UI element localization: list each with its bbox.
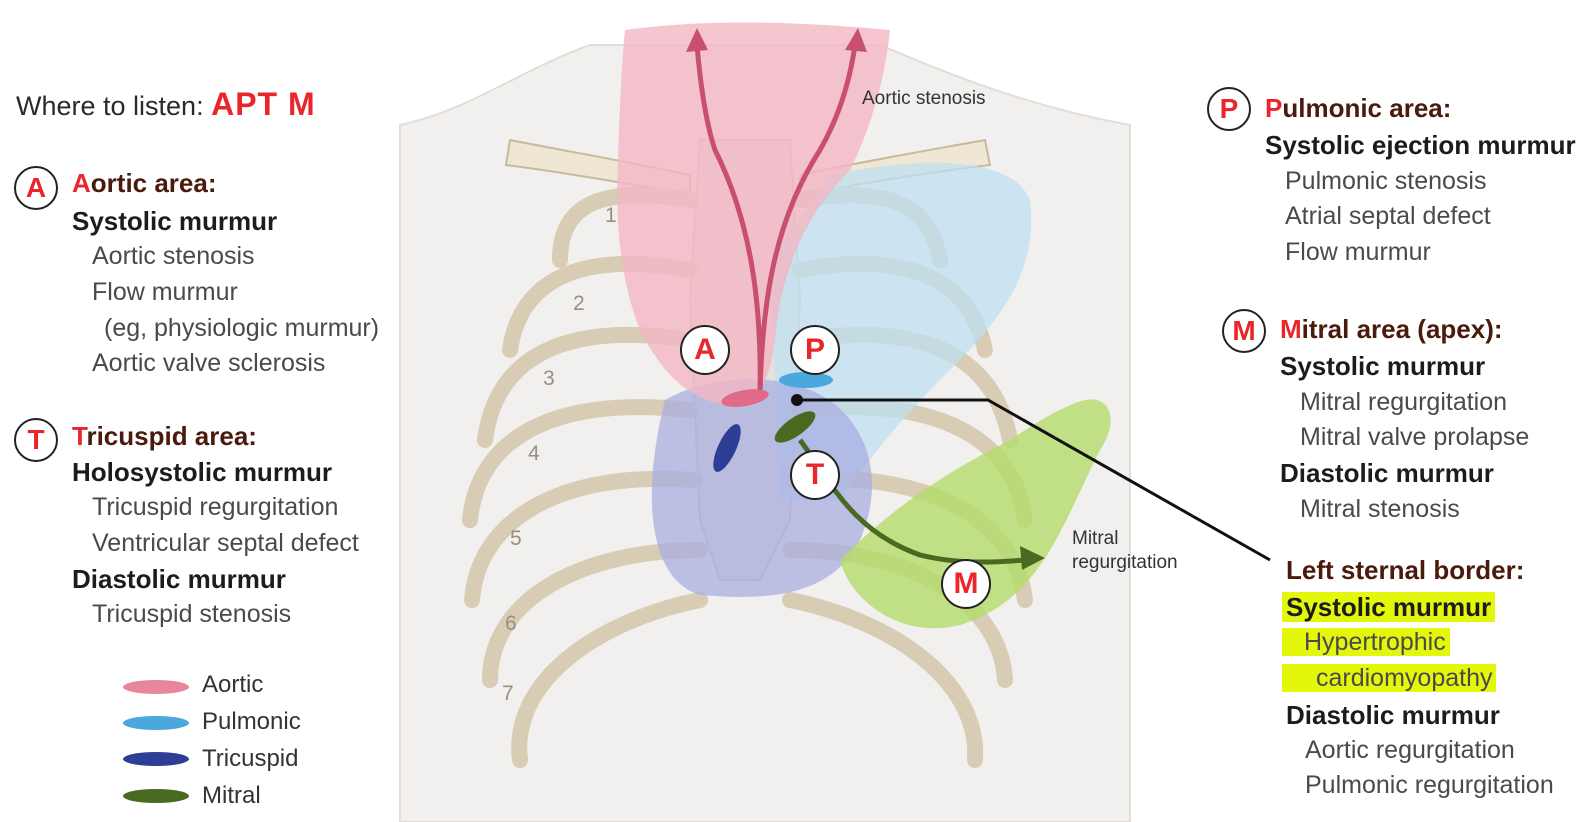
tricuspid-badge: T xyxy=(14,418,58,462)
aortic-heading: Systolic murmur xyxy=(72,206,278,236)
aortic-item: Aortic valve sclerosis xyxy=(92,349,326,377)
left-ribs xyxy=(462,187,708,768)
arrowhead-right xyxy=(845,28,867,52)
pulmonic-badge-diagram: P xyxy=(790,325,840,375)
tricuspid-badge-diagram: T xyxy=(790,450,840,500)
aortic-item: Flow murmur xyxy=(92,278,238,306)
mitral-item: Mitral stenosis xyxy=(1300,495,1460,523)
left-sternal-border-title: Left sternal border: xyxy=(1286,555,1525,585)
aortic-stenosis-annotation: Aortic stenosis xyxy=(862,88,986,109)
pulmonic-item: Pulmonic stenosis xyxy=(1285,167,1487,195)
rib-number-1: 1 xyxy=(605,204,617,227)
pulmonic-item: Atrial septal defect xyxy=(1285,202,1491,230)
pulmonic-title-rest: ulmonic area: xyxy=(1282,93,1452,123)
mitral-annotation-line2: regurgitation xyxy=(1072,552,1178,573)
mitral-area-title: Mitral area (apex): xyxy=(1280,314,1503,345)
legend-swatch-tricuspid xyxy=(123,752,189,766)
aortic-stenosis-arrows xyxy=(694,44,858,396)
pulmonic-badge: P xyxy=(1207,87,1251,131)
rib-number-2: 2 xyxy=(573,292,585,315)
mitral-item: Mitral valve prolapse xyxy=(1300,423,1530,451)
tricuspid-item: Ventricular septal defect xyxy=(92,529,359,557)
rib-number-6: 6 xyxy=(505,612,517,635)
legend-swatch-aortic xyxy=(123,680,189,694)
mitral-heading-1: Systolic murmur xyxy=(1280,351,1486,381)
pulmonic-initial: P xyxy=(1265,93,1283,123)
rib-number-7: 7 xyxy=(502,682,514,705)
mitral-zone xyxy=(840,399,1111,629)
tricuspid-valve-marker xyxy=(713,424,741,472)
left-sternal-item: Pulmonic regurgitation xyxy=(1305,771,1554,799)
tricuspid-item: Tricuspid stenosis xyxy=(92,600,292,628)
legend-swatch-pulmonic xyxy=(123,716,189,730)
tricuspid-title-rest: ricuspid area: xyxy=(86,421,257,451)
left-sternal-item: Hypertrophic xyxy=(1282,628,1450,657)
mitral-item: Mitral regurgitation xyxy=(1300,388,1508,416)
mitral-badge: M xyxy=(1222,309,1266,353)
tricuspid-zone xyxy=(651,379,872,597)
left-sternal-item-text: cardiomyopathy xyxy=(1282,664,1497,692)
pulmonic-area-title: Pulmonic area: xyxy=(1265,93,1451,124)
left-sternal-item: cardiomyopathy xyxy=(1282,664,1497,693)
pulmonic-item: Flow murmur xyxy=(1285,238,1431,266)
aortic-zone xyxy=(617,22,890,405)
mitral-heading-2: Diastolic murmur xyxy=(1280,458,1494,488)
rib-number-5: 5 xyxy=(510,527,522,550)
tricuspid-area-title: Tricuspid area: xyxy=(72,421,257,452)
mnemonic: APT M xyxy=(211,86,316,122)
tricuspid-item: Tricuspid regurgitation xyxy=(92,493,339,521)
mitral-valve-marker xyxy=(774,411,816,443)
left-sternal-heading-1-text: Systolic murmur xyxy=(1282,592,1496,622)
tricuspid-heading-1: Holosystolic murmur xyxy=(72,457,333,487)
pulmonic-valve-marker xyxy=(779,372,833,388)
mitral-annotation: Mitral regurgitation xyxy=(1072,527,1178,575)
aortic-title-rest: ortic area: xyxy=(90,168,217,198)
tricuspid-initial: T xyxy=(72,421,87,451)
left-sternal-item: Aortic regurgitation xyxy=(1305,736,1515,764)
aortic-valve-marker xyxy=(721,389,769,407)
pulmonic-heading: Systolic ejection murmur xyxy=(1265,130,1576,160)
aortic-badge-diagram: A xyxy=(680,325,730,375)
aortic-initial: A xyxy=(72,168,91,198)
legend-swatch-mitral xyxy=(123,789,189,803)
legend-label-tricuspid: Tricuspid xyxy=(202,745,299,772)
left-sternal-border-line xyxy=(797,398,1271,562)
mitral-arrowhead xyxy=(1020,546,1045,570)
aortic-item: Aortic stenosis xyxy=(92,242,255,270)
tricuspid-heading-2: Diastolic murmur xyxy=(72,564,286,594)
aortic-area-title: Aortic area: xyxy=(72,168,217,199)
legend-label-mitral: Mitral xyxy=(202,782,261,809)
left-sternal-heading-1: Systolic murmur xyxy=(1282,592,1496,623)
aortic-item: (eg, physiologic murmur) xyxy=(104,314,380,342)
mitral-title-rest: itral area (apex): xyxy=(1301,314,1503,344)
mitral-annotation-line1: Mitral xyxy=(1072,528,1119,549)
rib-number-3: 3 xyxy=(543,367,555,390)
mitral-initial: M xyxy=(1280,314,1302,344)
where-to-listen-prefix: Where to listen: xyxy=(16,91,212,121)
left-sternal-heading-2: Diastolic murmur xyxy=(1286,700,1500,730)
left-sternal-item-text: Hypertrophic xyxy=(1282,628,1450,656)
mitral-badge-diagram: M xyxy=(941,559,991,609)
legend-label-aortic: Aortic xyxy=(202,671,264,698)
rib-number-4: 4 xyxy=(528,442,540,465)
arrowhead-left xyxy=(686,28,708,52)
aortic-badge: A xyxy=(14,166,58,210)
legend-label-pulmonic: Pulmonic xyxy=(202,708,301,735)
where-to-listen: Where to listen: APT M xyxy=(16,86,316,123)
